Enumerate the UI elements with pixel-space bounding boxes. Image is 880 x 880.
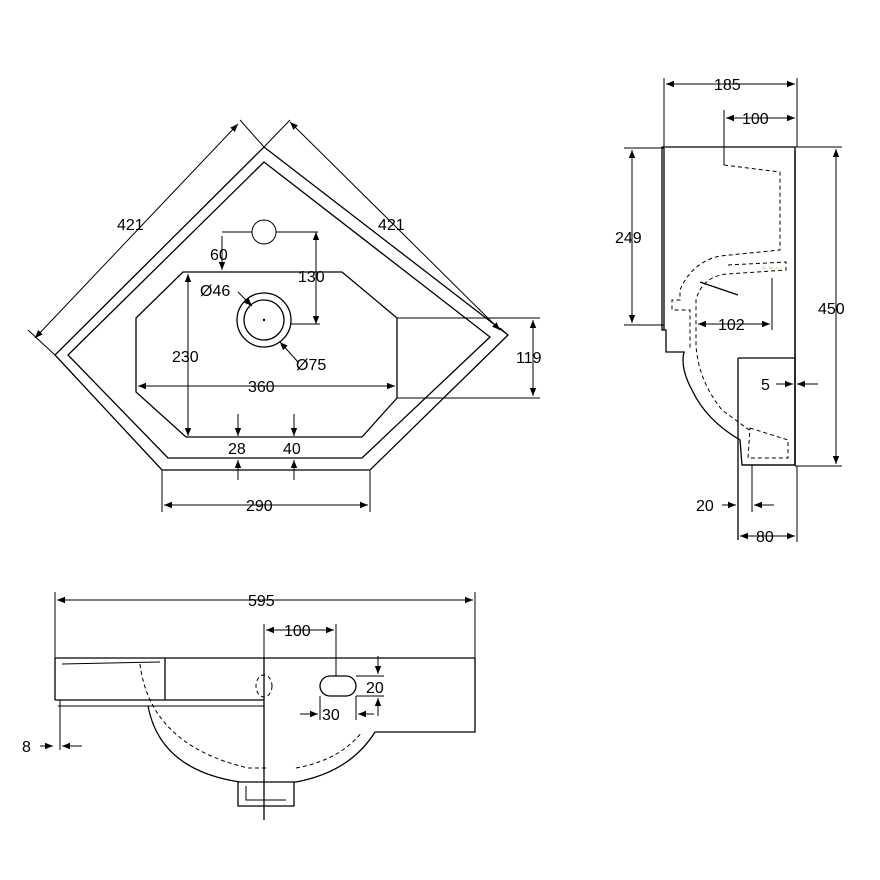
side-view: 185 100 249 450 102 5 20 80 <box>615 77 845 546</box>
label-front-overflow-width: 30 <box>322 707 340 724</box>
label-tap-to-waste: 130 <box>298 269 325 286</box>
label-side-depth: 119 <box>516 350 542 367</box>
label-waste-outer: Ø75 <box>296 357 326 374</box>
front-overflow-slot <box>319 675 357 697</box>
label-tap-offset: 60 <box>210 247 228 264</box>
label-side-total-height: 450 <box>818 301 845 318</box>
label-front-rim-right: 40 <box>283 441 301 458</box>
label-waste-diameter: Ø46 <box>200 283 230 300</box>
side-outline <box>661 146 796 466</box>
label-side-foot: 20 <box>696 498 714 515</box>
side-trap <box>738 357 796 466</box>
front-bowl-hidden <box>139 663 268 769</box>
label-bowl-width: 360 <box>248 379 275 396</box>
label-side-inner-offset: 102 <box>718 317 745 334</box>
label-side-wall: 5 <box>761 377 770 394</box>
dim-edge-left <box>34 123 239 339</box>
label-edge-left: 421 <box>117 217 144 234</box>
front-trap <box>237 782 295 807</box>
label-front-width: 290 <box>246 498 273 515</box>
side-bowl-hidden <box>671 164 781 350</box>
label-side-upper-height: 249 <box>615 230 642 247</box>
label-edge-right: 421 <box>378 217 405 234</box>
tap-hole <box>251 219 277 245</box>
label-side-base-width: 80 <box>756 529 774 546</box>
label-front-overflow-height: 20 <box>366 680 384 697</box>
front-view: 595 100 20 30 8 <box>22 592 476 820</box>
waste-inner-circle <box>243 299 285 341</box>
front-bowl <box>147 705 376 783</box>
front-tap-hole <box>255 674 273 698</box>
basin-outer-outline <box>54 146 509 471</box>
label-front-edge: 8 <box>22 739 31 756</box>
waste-center-dot <box>262 318 266 322</box>
label-front-rim-left: 28 <box>228 441 246 458</box>
basin-inner-outline <box>67 161 491 459</box>
front-slab-outline <box>55 657 476 733</box>
plan-view: 421 421 60 130 Ø46 Ø75 230 360 119 28 40… <box>27 119 542 515</box>
label-side-bowl-width: 100 <box>742 111 769 128</box>
label-bowl-depth: 230 <box>172 349 199 366</box>
label-side-top-width: 185 <box>714 77 741 94</box>
label-front-overall-width: 595 <box>248 593 275 610</box>
dim-edge-right <box>289 121 501 331</box>
label-front-tap-offset: 100 <box>284 623 311 640</box>
